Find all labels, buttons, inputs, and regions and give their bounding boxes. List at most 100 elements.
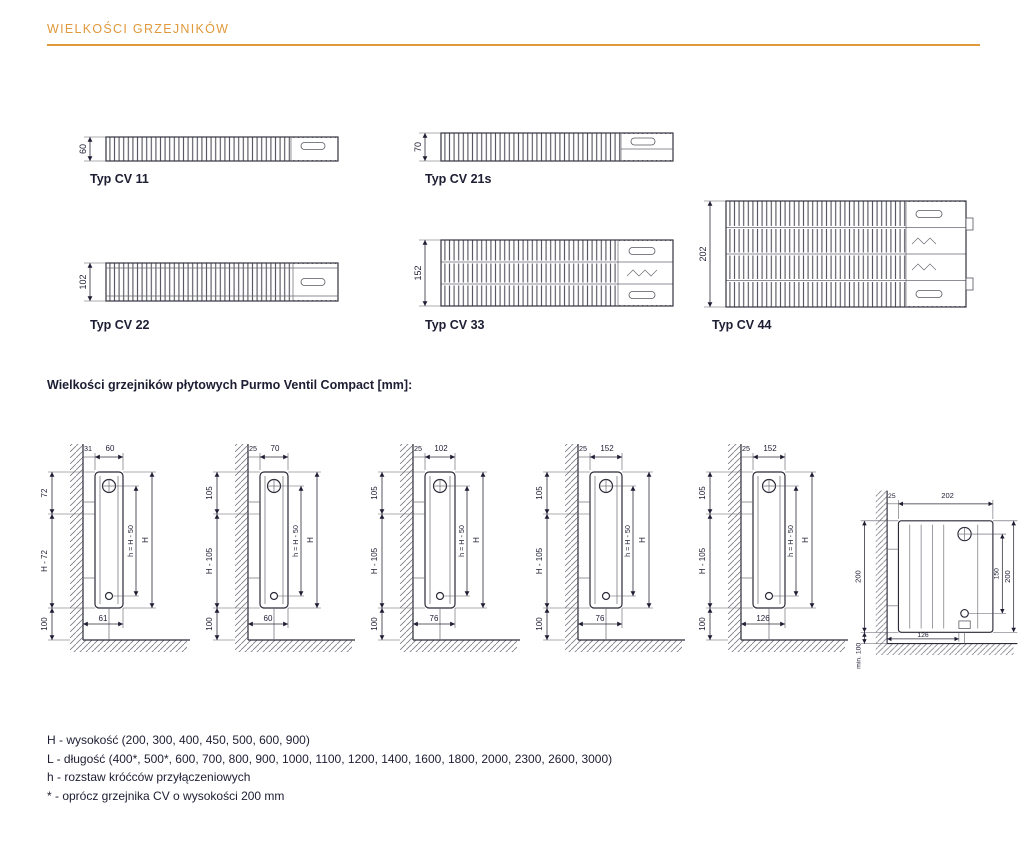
depth-dimension: 102: [78, 262, 106, 302]
radiator-top-view: [105, 262, 339, 302]
dim-total-height: H: [638, 537, 647, 543]
radiator-side-profile: [413, 471, 456, 640]
dim-top-width: 102: [434, 444, 448, 453]
dim-floor-clearance: 100: [698, 617, 707, 631]
wall: [70, 444, 84, 652]
floor: [578, 639, 685, 652]
type-label-cv11: Typ CV 11: [90, 172, 149, 186]
dim-bottom-depth: 61: [99, 614, 108, 623]
dim-total-height: H: [306, 537, 315, 543]
dimensions: 202 25 200 min. 100 150 200 126: [854, 491, 1018, 669]
cross-section-cv21s: 70: [413, 132, 674, 162]
side-view-cv11: 60 31 72 H - 72 100 61 h = H - 50 H: [40, 444, 190, 652]
dimensions: 152 25 105 H - 105 100 126 h = H - 50 H: [698, 444, 816, 641]
dim-upper-offset: 72: [40, 488, 49, 497]
dim-left-height: 200: [854, 570, 863, 583]
dim-pipe-spacing: h = H - 50: [291, 525, 300, 557]
side-view-cv21s: 70 25 105 H - 105 100 60 h = H - 50 H: [205, 444, 355, 652]
dim-pipe-spacing: h = H - 50: [623, 525, 632, 557]
radiator-side-profile: [887, 520, 994, 644]
radiator-side-profile: [83, 471, 124, 640]
floor: [413, 639, 520, 652]
dim-height-span: H - 105: [535, 547, 544, 574]
dim-bottom-depth: 76: [596, 614, 605, 623]
type-label-cv33: Typ CV 33: [425, 318, 485, 332]
dim-top-width: 152: [600, 444, 614, 453]
floor: [887, 643, 1018, 655]
dim-total-height: H: [801, 537, 810, 543]
cross-section-cv11: 60: [78, 136, 339, 162]
depth-dimension: 60: [78, 136, 106, 162]
radiator-top-view: [105, 136, 339, 162]
dim-height-span: H - 105: [370, 547, 379, 574]
side-view-cv22: 102 25 105 H - 105 100 76 h = H - 50 H: [370, 444, 520, 652]
dim-total-height: H: [472, 537, 481, 543]
legend-length: L - długość (400*, 500*, 600, 700, 800, …: [47, 751, 613, 766]
dim-depth-cv44: 202: [698, 246, 708, 261]
dimensions: 70 25 105 H - 105 100 60 h = H - 50 H: [205, 444, 321, 641]
dim-pipe-spacing: h = H - 50: [457, 525, 466, 557]
dim-floor-clearance: 100: [205, 617, 214, 631]
dim-bottom-depth: 126: [917, 632, 929, 639]
dim-upper-offset: 105: [698, 486, 707, 500]
floor: [741, 639, 848, 652]
dim-wall-gap: 31: [84, 444, 92, 453]
floor: [83, 639, 190, 652]
section-title: Wielkości grzejników płytowych Purmo Ven…: [47, 378, 413, 392]
dim-pipe-spacing: h = H - 50: [786, 525, 795, 557]
legend-footnote: * - oprócz grzejnika CV o wysokości 200 …: [47, 788, 285, 803]
dim-upper-offset: 105: [205, 486, 214, 500]
legend: H - wysokość (200, 300, 400, 450, 500, 6…: [47, 731, 612, 805]
wall: [565, 444, 579, 652]
legend-height: H - wysokość (200, 300, 400, 450, 500, 6…: [47, 733, 310, 747]
dim-pipe-spacing: h = H - 50: [126, 525, 135, 557]
cross-section-cv22: 102: [78, 262, 339, 302]
type-label-cv21s: Typ CV 21s: [425, 172, 492, 186]
wall: [400, 444, 414, 652]
dim-wall-gap: 25: [579, 444, 587, 453]
dim-bottom-depth: 76: [430, 614, 439, 623]
floor: [248, 639, 355, 652]
dim-depth-cv21s: 70: [413, 142, 423, 152]
dim-right-height: 200: [1003, 570, 1012, 583]
dim-depth-cv22: 102: [78, 274, 88, 289]
legend-pipe-spacing: h - rozstaw króćców przyłączeniowych: [47, 770, 251, 784]
dim-height-span: H - 72: [40, 550, 49, 572]
depth-dimension: 152: [413, 239, 441, 307]
dim-upper-offset: 105: [535, 486, 544, 500]
dimensions: 152 25 105 H - 105 100 76 h = H - 50 H: [535, 444, 653, 641]
dim-wall-gap: 25: [414, 444, 422, 453]
dim-height-span: H - 105: [205, 547, 214, 574]
dim-top-width: 152: [763, 444, 777, 453]
dimensions: 60 31 72 H - 72 100 61 h = H - 50 H: [40, 444, 156, 641]
dim-floor-clearance: 100: [40, 617, 49, 631]
radiator-top-view: [440, 132, 674, 162]
dim-floor-clearance: 100: [535, 617, 544, 631]
radiator-top-view: [725, 200, 974, 308]
dim-height-span: H - 105: [698, 547, 707, 574]
wall: [875, 490, 888, 655]
cross-section-cv44: 202: [698, 200, 974, 308]
page-title: WIELKOŚCI GRZEJNIKÓW: [47, 22, 230, 36]
dim-wall-gap: 25: [249, 444, 257, 453]
type-label-cv22: Typ CV 22: [90, 318, 150, 332]
depth-dimension: 202: [698, 200, 726, 308]
dimensions: 102 25 105 H - 105 100 76 h = H - 50 H: [370, 444, 487, 641]
radiator-side-profile: [741, 471, 786, 640]
dim-bottom-depth: 60: [264, 614, 273, 623]
depth-view-cv44: 202 25 200 min. 100 150 200 126: [854, 490, 1018, 669]
dim-depth-cv11: 60: [78, 144, 88, 154]
dim-depth-cv33: 152: [413, 265, 423, 280]
dim-upper-offset: 105: [370, 486, 379, 500]
type-label-cv44: Typ CV 44: [712, 318, 772, 332]
cross-section-cv33: 152: [413, 239, 674, 307]
dim-inner-height: 150: [994, 568, 1001, 580]
wall: [728, 444, 742, 652]
wall: [235, 444, 249, 652]
dim-total-height: H: [141, 537, 150, 543]
dim-wall-gap: 25: [742, 444, 750, 453]
side-view-cv33-floor: 152 25 105 H - 105 100 126 h = H - 50 H: [698, 444, 848, 652]
accent-divider: [47, 44, 980, 46]
dim-floor-clearance: min. 100: [856, 643, 863, 669]
dim-top-width: 202: [941, 491, 954, 500]
